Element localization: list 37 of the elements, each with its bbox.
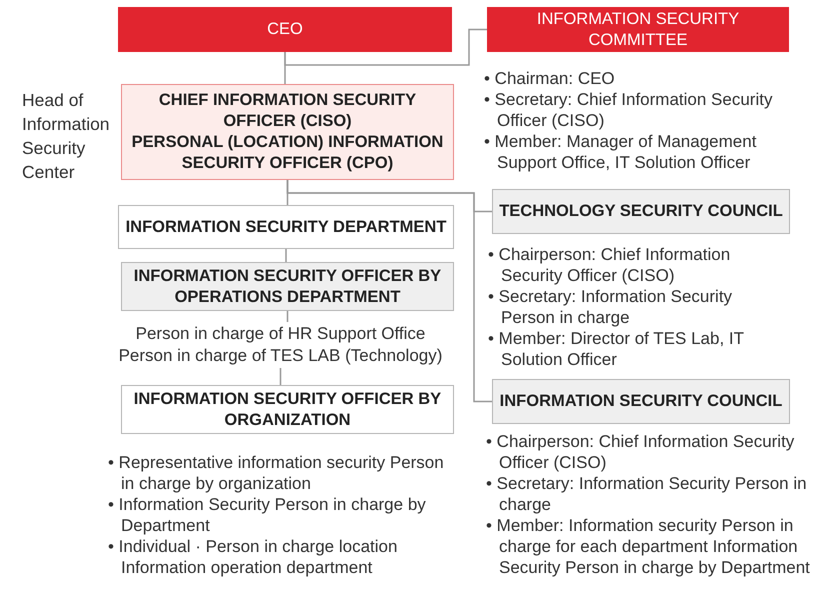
box-title: INFORMATION SECURITY OFFICER BY OPERATIONS DEPARTMENT <box>132 266 442 308</box>
bullet-item: • Secretary: Information Security Person in charge <box>486 473 808 515</box>
bullet-item: • Member: Information security Person in charge for each department Information Security Person in charge by Department <box>486 515 811 578</box>
person-text: Person in charge of HR Support Office <box>136 323 426 345</box>
box-title: INFORMATION SECURITY COMMITTEE <box>536 8 740 50</box>
bullet-item: • Secretary: Information Security Person in charge <box>488 286 734 328</box>
org-box <box>121 84 454 180</box>
org-box <box>118 7 452 52</box>
box-title: CEO <box>267 19 303 40</box>
box-title: INFORMATION SECURITY COUNCIL <box>500 391 782 412</box>
connector-line <box>280 368 282 385</box>
person-text: Person in charge of TES LAB (Technology) <box>118 345 442 367</box>
side-label: Head of Information Security Center <box>22 89 111 184</box>
connector-line <box>284 28 487 66</box>
connector-line <box>286 180 492 402</box>
box-title: CHIEF INFORMATION SECURITY OFFICER (CISO) <box>158 90 418 132</box>
org-box <box>487 7 789 52</box>
bullet-item: • Chairman: CEO <box>484 68 616 89</box>
bullet-item: • Representative information security Person in charge by organization <box>108 452 445 494</box>
bullet-item: • Information Security Person in charge by Department <box>108 494 427 536</box>
box-title: INFORMATION SECURITY OFFICER BY ORGANIZATION <box>132 388 442 430</box>
bullet-item: • Individual · Person in charge location Information operation department <box>108 536 398 578</box>
connector-line <box>286 311 288 322</box>
org-box <box>492 379 790 424</box>
bullet-item: • Chairperson: Chief Information Security Officer (CISO) <box>486 431 796 473</box>
org-box <box>118 205 454 249</box>
box-title: INFORMATION SECURITY DEPARTMENT <box>126 216 446 238</box>
connector-line <box>285 249 287 262</box>
box-title: PERSONAL (LOCATION) INFORMATION SECURITY OFFICER (CPO) <box>130 132 444 174</box>
bullet-item: • Chairperson: Chief Information Security Officer (CISO) <box>488 244 732 286</box>
org-box <box>492 189 790 234</box>
bullet-item: • Member: Manager of Management Support Office, IT Solution Officer <box>484 131 758 173</box>
box-title: TECHNOLOGY SECURITY COUNCIL <box>499 201 783 222</box>
bullet-item: • Member: Director of TES Lab, IT Solution Officer <box>488 328 745 370</box>
org-box <box>121 385 454 434</box>
org-box <box>121 262 454 311</box>
bullet-item: • Secretary: Chief Information Security Officer (CISO) <box>484 89 774 131</box>
